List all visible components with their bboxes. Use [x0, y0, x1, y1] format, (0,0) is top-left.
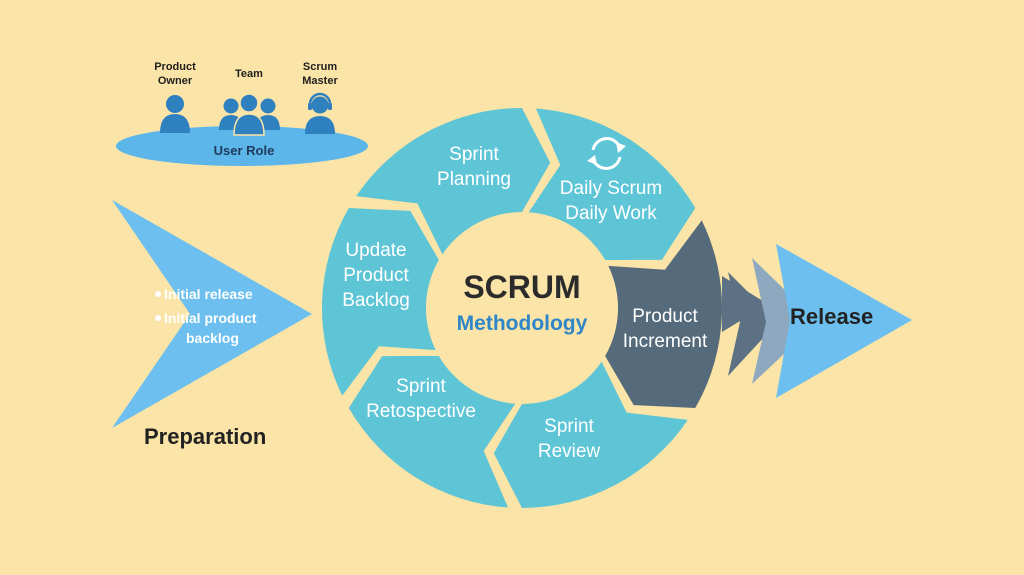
prep-bullet-1: Initial release: [164, 286, 253, 302]
sprint-retrospective-segment: [348, 356, 516, 508]
release-arrow-front: [776, 244, 912, 398]
refresh-icon: [587, 137, 626, 170]
release-arrow-back: [728, 272, 778, 376]
scrum-master-icon: [305, 92, 335, 134]
release-group: Release: [722, 244, 912, 398]
release-arrow-mid: [752, 258, 818, 384]
sprint-planning-line1: Sprint: [449, 144, 499, 165]
product-increment-segment: [605, 220, 722, 408]
sprint-planning-segment: [356, 107, 551, 255]
user-role-ellipse: [116, 126, 368, 166]
user-role-caption: User Role: [214, 143, 275, 158]
role-product-owner-line2: Owner: [158, 75, 193, 87]
sprint-review-segment: [493, 361, 688, 508]
prep-bullet-2-line2: backlog: [186, 330, 239, 346]
user-roles-group: Product Owner Team Scrum Master User Rol…: [116, 61, 368, 166]
cycle-center: [432, 218, 612, 398]
product-increment-line1: Product: [632, 306, 698, 327]
team-icon: [219, 93, 280, 136]
bullet-icon: [155, 291, 161, 297]
preparation-arrow: [112, 200, 312, 428]
daily-scrum-line2: Daily Work: [565, 203, 657, 224]
sprint-retrospective-line2: Retospective: [366, 401, 476, 422]
sprint-planning-line2: Planning: [437, 169, 511, 190]
product-owner-icon: [160, 95, 190, 133]
sprint-review-line1: Sprint: [544, 416, 594, 437]
update-backlog-line1: Update: [345, 240, 406, 261]
preparation-group: Initial release Initial product backlog …: [112, 200, 312, 449]
role-team-label: Team: [235, 68, 263, 80]
update-backlog-line2: Product: [343, 265, 409, 286]
center-subtitle: Methodology: [457, 312, 588, 335]
sprint-retrospective-line1: Sprint: [396, 376, 446, 397]
daily-scrum-line1: Daily Scrum: [560, 178, 662, 199]
update-backlog-line3: Backlog: [342, 290, 410, 311]
daily-scrum-segment: [528, 108, 696, 261]
role-scrum-master-line2: Master: [302, 75, 338, 87]
update-backlog-segment: [322, 208, 439, 396]
sprint-review-line2: Review: [538, 441, 601, 462]
center-title: SCRUM: [463, 269, 580, 305]
prep-bullet-2-line1: Initial product: [164, 310, 257, 326]
bullet-icon: [155, 315, 161, 321]
role-product-owner-line1: Product: [154, 61, 196, 73]
role-scrum-master-line1: Scrum: [303, 61, 337, 73]
scrum-cycle: [322, 107, 722, 508]
product-increment-line2: Increment: [623, 331, 708, 352]
preparation-heading: Preparation: [144, 424, 266, 449]
release-label: Release: [790, 304, 873, 329]
